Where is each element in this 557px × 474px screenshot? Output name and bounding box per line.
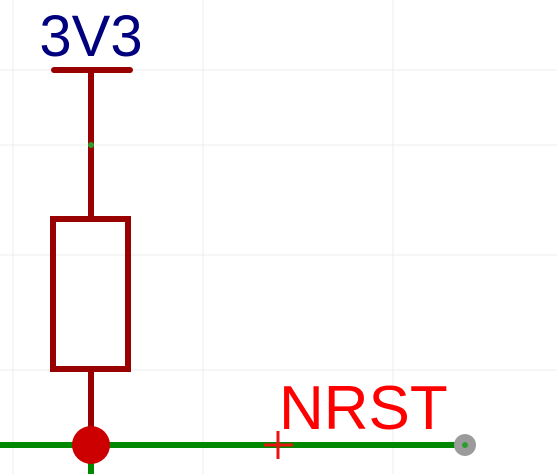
power-symbol-3v3[interactable]: 3V3 xyxy=(39,4,143,73)
net-label-marker xyxy=(264,431,293,459)
wire-junction[interactable] xyxy=(72,426,110,464)
wire-endpoint-pin xyxy=(462,442,468,448)
net-label[interactable]: NRST xyxy=(279,374,448,443)
power-label: 3V3 xyxy=(39,4,142,69)
pin-dot xyxy=(88,142,94,148)
